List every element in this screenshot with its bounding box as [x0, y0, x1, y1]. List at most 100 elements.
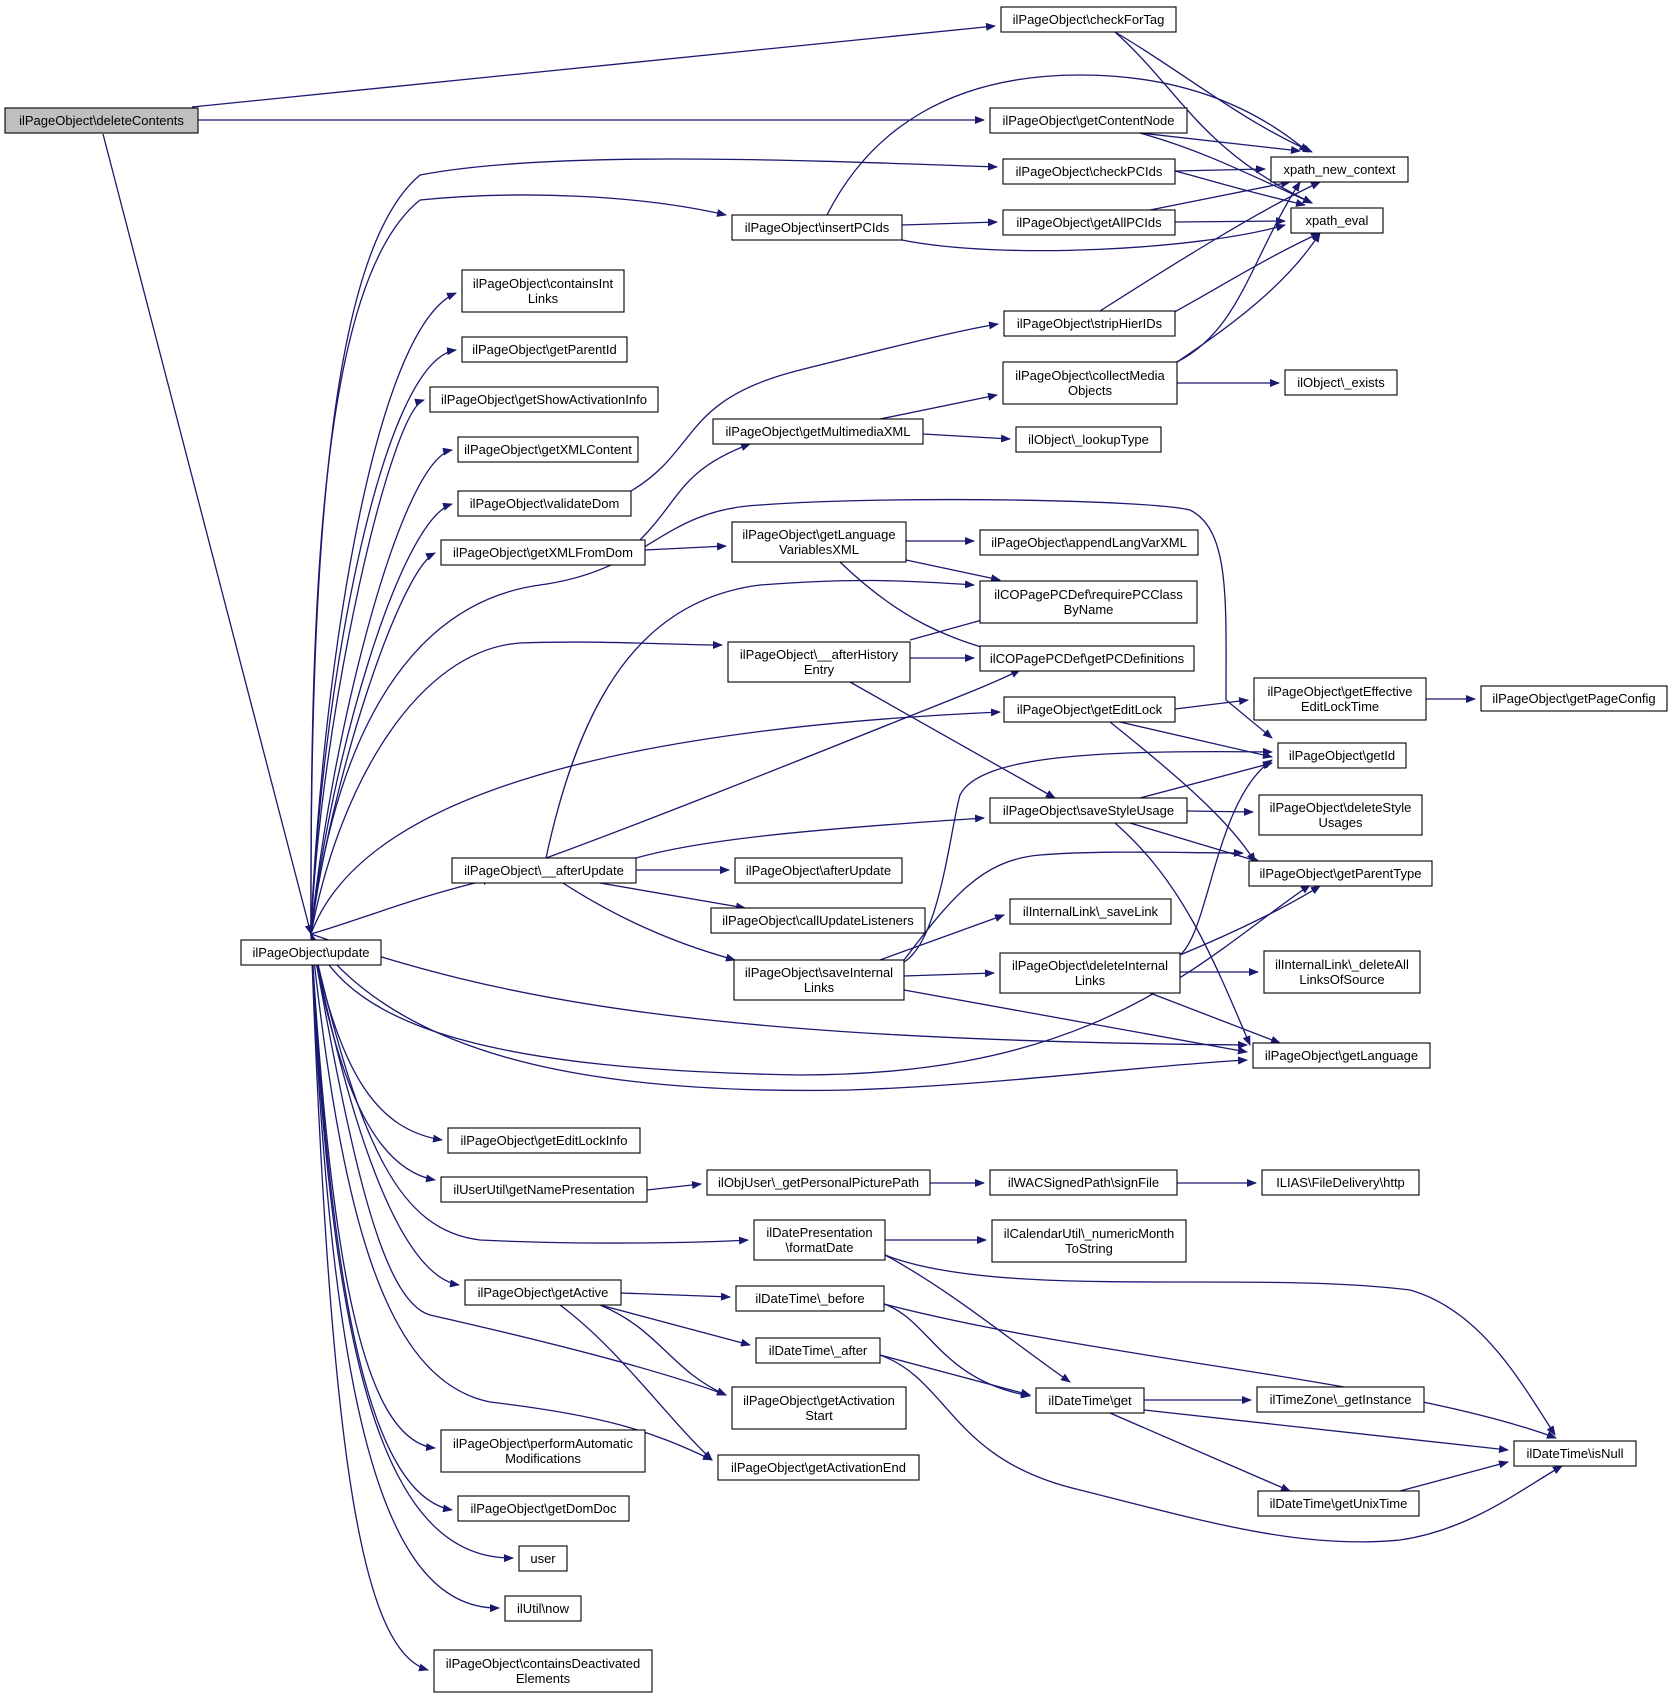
node-isNull[interactable]: ilDateTime\isNull [1513, 1440, 1637, 1467]
node-getXMLContent[interactable]: ilPageObject\getXMLContent [457, 436, 639, 463]
node-getXMLFromDom[interactable]: ilPageObject\getXMLFromDom [440, 539, 646, 566]
node-afterUpdate[interactable]: ilPageObject\afterUpdate [734, 857, 903, 884]
node-dtAfter[interactable]: ilDateTime\_after [755, 1337, 881, 1364]
node-label: ilPageObject\getLanguage [1265, 1048, 1418, 1063]
node-getUnixTime[interactable]: ilDateTime\getUnixTime [1257, 1490, 1420, 1517]
node-getParentId[interactable]: ilPageObject\getParentId [461, 336, 628, 363]
edge-afterUpdateInternal-to-requirePCClassByName [545, 579, 975, 859]
node-fileDeliveryHttp[interactable]: ILIAS\FileDelivery\http [1261, 1169, 1420, 1196]
node-checkForTag[interactable]: ilPageObject\checkForTag [1000, 6, 1177, 33]
node-formatDate[interactable]: ilDatePresentation\formatDate [753, 1219, 886, 1261]
node-deleteContents[interactable]: ilPageObject\deleteContents [4, 107, 199, 134]
node-label: ilPageObject\deleteInternal [1012, 958, 1168, 973]
node-box [755, 1337, 881, 1364]
node-getActive[interactable]: ilPageObject\getActive [464, 1279, 622, 1306]
node-getMultimediaXML[interactable]: ilPageObject\getMultimediaXML [712, 418, 924, 445]
node-box [1263, 950, 1421, 994]
node-getId[interactable]: ilPageObject\getId [1277, 742, 1407, 769]
node-getShowActivationInfo[interactable]: ilPageObject\getShowActivationInfo [429, 386, 659, 413]
node-getPageConfig[interactable]: ilPageObject\getPageConfig [1480, 685, 1668, 712]
edge-update-to-getEditLock [310, 708, 1001, 935]
edge-dtBefore-to-dtGet [883, 1303, 1031, 1399]
node-performAutomaticModifications[interactable]: ilPageObject\performAutomaticModificatio… [440, 1429, 646, 1473]
node-getEditLock[interactable]: ilPageObject\getEditLock [1003, 696, 1176, 723]
node-box [1513, 1440, 1637, 1467]
node-getParentType[interactable]: ilPageObject\getParentType [1248, 860, 1433, 887]
node-xpathNewContext[interactable]: xpath_new_context [1270, 156, 1409, 183]
node-ilObjectLookupType[interactable]: ilObject\_lookupType [1015, 426, 1162, 453]
node-box [4, 107, 199, 134]
node-label: ilPageObject\getXMLContent [464, 442, 632, 457]
node-dtBefore[interactable]: ilDateTime\_before [735, 1285, 885, 1312]
edge-update-to-checkPCIds [310, 158, 998, 935]
node-utilNow[interactable]: ilUtil\now [504, 1595, 582, 1622]
node-box [504, 1595, 582, 1622]
node-user[interactable]: user [518, 1545, 568, 1572]
node-getDomDoc[interactable]: ilPageObject\getDomDoc [457, 1495, 630, 1522]
node-callUpdateListeners[interactable]: ilPageObject\callUpdateListeners [710, 907, 926, 934]
node-label: Usages [1318, 815, 1363, 830]
node-getEditLockInfo[interactable]: ilPageObject\getEditLockInfo [447, 1127, 641, 1154]
node-getPersonalPicturePath[interactable]: ilObjUser\_getPersonalPicturePath [706, 1169, 931, 1196]
node-getInstance[interactable]: ilTimeZone\_getInstance [1256, 1386, 1425, 1413]
node-label: ilCalendarUtil\_numericMonth [1004, 1226, 1175, 1241]
node-label: ilPageObject\getShowActivationInfo [441, 392, 647, 407]
node-label: ilPageObject\getActivationEnd [731, 1460, 906, 1475]
node-validateDom[interactable]: ilPageObject\validateDom [457, 490, 632, 517]
edge-saveInternalLinks-to-saveLink [879, 914, 1005, 961]
node-label: ilPageObject\deleteStyle [1270, 800, 1412, 815]
node-afterUpdateInternal[interactable]: ilPageObject\__afterUpdate [451, 857, 637, 884]
node-getAllPCIds[interactable]: ilPageObject\getAllPCIds [1002, 209, 1176, 236]
node-box [1258, 794, 1423, 836]
node-box [1009, 898, 1172, 925]
node-box [979, 580, 1198, 624]
node-appendLangVarXML[interactable]: ilPageObject\appendLangVarXML [979, 529, 1199, 556]
node-getNamePresentation[interactable]: ilUserUtil\getNamePresentation [440, 1176, 648, 1203]
edge-deleteInternalLinks-to-getId [1179, 759, 1273, 956]
node-label: ilObject\_lookupType [1028, 432, 1149, 447]
node-getActivationEnd[interactable]: ilPageObject\getActivationEnd [717, 1454, 920, 1481]
edge-getContentNode-to-xpathEval [1139, 132, 1313, 204]
node-checkPCIds[interactable]: ilPageObject\checkPCIds [1002, 158, 1176, 185]
node-signFile[interactable]: ilWACSignedPath\signFile [989, 1169, 1178, 1196]
node-label: Links [528, 291, 559, 306]
node-update[interactable]: ilPageObject\update [240, 939, 382, 966]
edge-deleteInternalLinks-to-getLanguage [1149, 992, 1281, 1044]
node-dtGet[interactable]: ilDateTime\get [1035, 1387, 1145, 1414]
node-box [735, 1285, 885, 1312]
edge-getContentNode-to-xpathNewContext [1139, 132, 1301, 154]
node-saveLink[interactable]: ilInternalLink\_saveLink [1009, 898, 1172, 925]
edge-update-to-validateDom [310, 502, 453, 935]
node-getLanguage[interactable]: ilPageObject\getLanguage [1252, 1042, 1431, 1069]
node-label: ilPageObject\getLanguage [742, 527, 895, 542]
node-box [440, 539, 646, 566]
edge-getNamePresentation-to-getPersonalPicturePath [646, 1181, 702, 1191]
node-getPCDefinitions[interactable]: ilCOPagePCDef\getPCDefinitions [979, 645, 1195, 672]
node-label: ilCOPagePCDef\requirePCClass [994, 587, 1183, 602]
node-ilObjectExists[interactable]: ilObject\_exists [1284, 369, 1398, 396]
node-label: ilPageObject\containsInt [473, 276, 614, 291]
edge-update-to-getShowActivationInfo [310, 398, 425, 935]
node-stripHierIDs[interactable]: ilPageObject\stripHierIDs [1003, 310, 1176, 337]
node-label: ILIAS\FileDelivery\http [1276, 1175, 1405, 1190]
node-getContentNode[interactable]: ilPageObject\getContentNode [989, 107, 1188, 134]
node-insertPCIds[interactable]: ilPageObject\insertPCIds [731, 214, 903, 241]
node-xpathEval[interactable]: xpath_eval [1290, 207, 1384, 234]
node-label: Links [804, 980, 835, 995]
edge-collectMediaObjects-to-xpathNewContext [1176, 181, 1301, 363]
node-saveStyleUsage[interactable]: ilPageObject\saveStyleUsage [989, 797, 1188, 824]
edge-saveStyleUsage-to-deleteStyleUsages [1186, 807, 1254, 816]
